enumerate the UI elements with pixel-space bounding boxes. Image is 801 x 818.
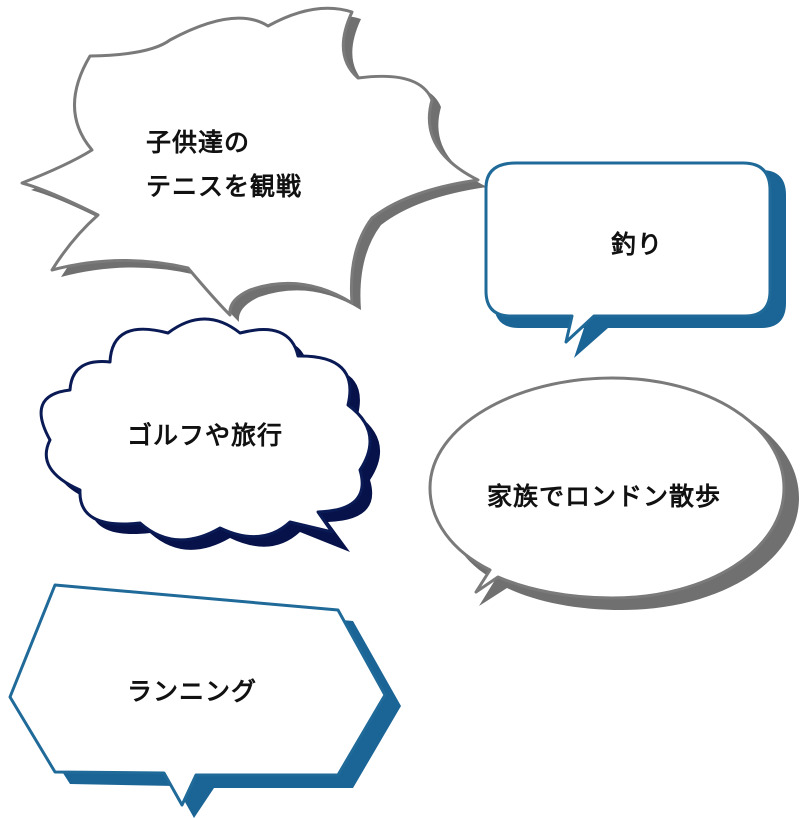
tennis-bubble-line2: テニスを観戦 bbox=[146, 172, 303, 201]
running-bubble-text: ランニング bbox=[127, 677, 258, 706]
rounded-bubble bbox=[484, 161, 786, 358]
cloud-bubble-body bbox=[39, 317, 372, 542]
tennis-bubble-line1: 子供達の bbox=[146, 128, 251, 157]
oval-bubble bbox=[428, 376, 799, 610]
explosion-bubble-body bbox=[20, 6, 480, 317]
explosion-bubble bbox=[20, 6, 487, 323]
arrow-bubble bbox=[8, 583, 401, 818]
london-bubble-text: 家族でロンドン散歩 bbox=[487, 482, 722, 511]
golf-bubble-text: ゴルフや旅行 bbox=[127, 421, 284, 450]
fishing-bubble-text: 釣り bbox=[611, 230, 664, 259]
cloud-bubble bbox=[39, 317, 381, 552]
oval-bubble-body bbox=[428, 376, 786, 600]
rounded-bubble-body bbox=[484, 161, 772, 344]
arrow-bubble-body bbox=[8, 583, 387, 807]
